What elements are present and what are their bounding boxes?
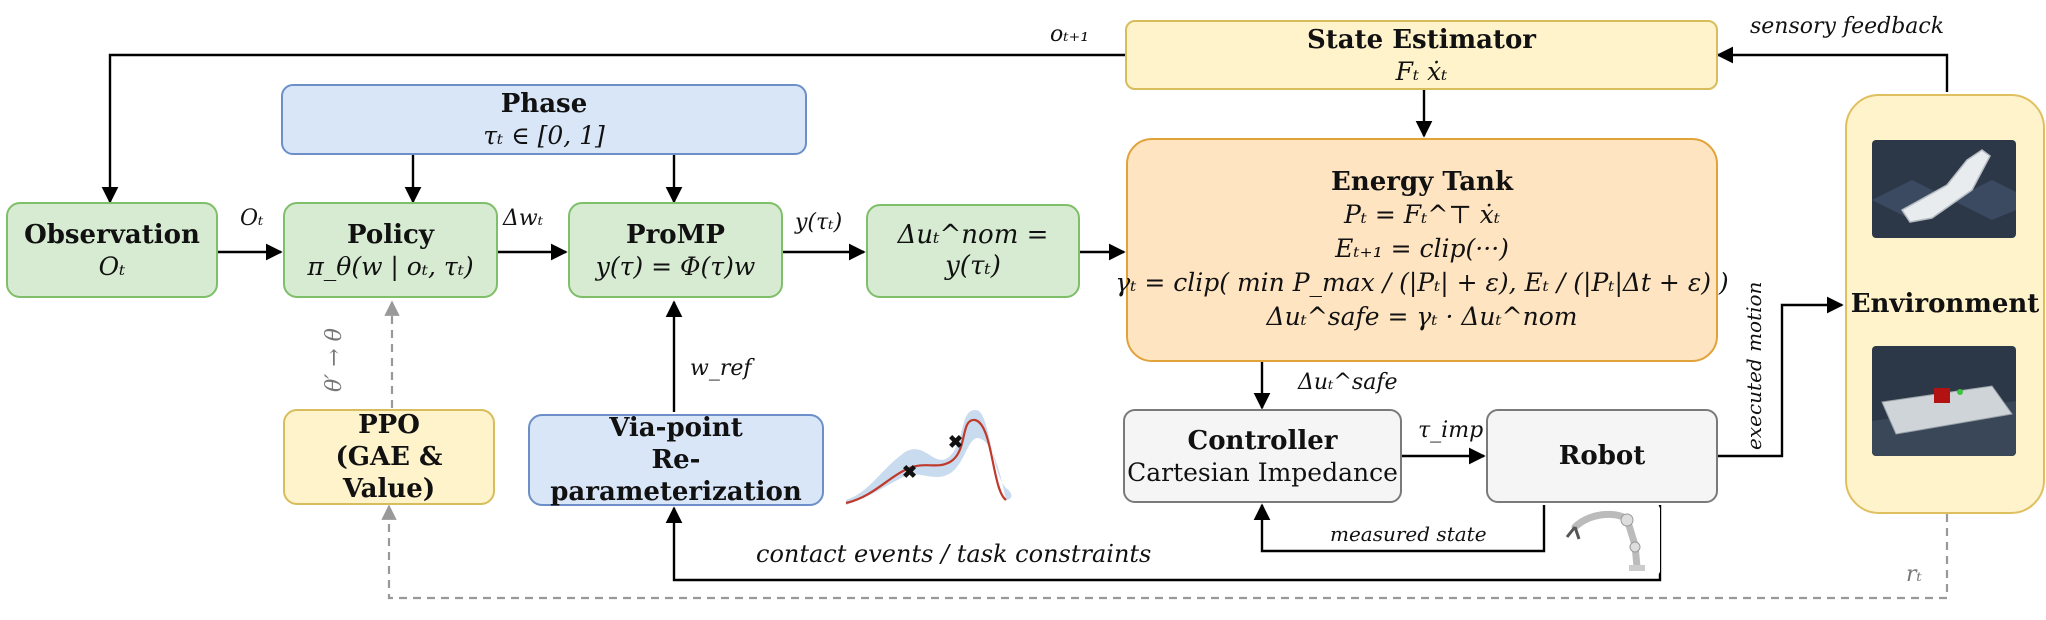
label-delta-w: Δwₜ <box>503 206 544 231</box>
via-point-marker-2: ✖ <box>948 432 963 453</box>
controller-title: Controller <box>1187 425 1338 456</box>
energy-tank-eq-gamma: γₜ = clip( min P_max / (|Pₜ| + ε), Eₜ / … <box>1115 268 1729 297</box>
du-nom-block: Δuₜ^nom = y(τₜ) <box>866 204 1080 298</box>
energy-tank-eq-energy: Eₜ₊₁ = clip(···) <box>1335 234 1509 263</box>
edge-reward-to-ppo <box>381 504 1949 600</box>
phase-block: Phase τₜ ∈ [0, 1] <box>281 84 807 155</box>
label-contact-events: contact events / task constraints <box>756 540 1152 568</box>
label-theta-update: θ′ → θ <box>322 328 347 392</box>
promp-block: ProMP y(τ) = Φ(τ)w <box>568 202 783 298</box>
label-measured-state: measured state <box>1330 522 1487 546</box>
energy-tank-eq-power: Pₜ = Fₜ^⊤ ẋₜ <box>1343 200 1500 229</box>
edge-robot-to-environment <box>1718 296 1844 458</box>
label-O-t: Oₜ <box>240 206 264 231</box>
observation-math: Oₜ <box>98 251 126 281</box>
label-du-safe: Δuₜ^safe <box>1298 370 1398 395</box>
label-reward: rₜ <box>1906 562 1922 587</box>
ppo-block: PPO (GAE & Value) <box>283 409 495 505</box>
label-y-tau: y(τₜ) <box>795 210 843 235</box>
promp-math: y(τ) = Φ(τ)w <box>595 251 756 281</box>
robot-arm-image <box>1555 505 1660 575</box>
observation-block: Observation Oₜ <box>6 202 218 298</box>
label-executed-motion: executed motion <box>1742 281 1766 450</box>
robot-title: Robot <box>1558 441 1646 471</box>
via-point-block: Via-point Re-parameterization <box>528 413 824 507</box>
label-sensory-feedback: sensory feedback <box>1750 14 1945 39</box>
environment-sim-image-bottom <box>1872 346 2016 456</box>
edge-state-to-observation <box>101 53 1125 204</box>
ppo-line1: PPO <box>358 410 420 440</box>
du-nom-math: Δuₜ^nom = y(τₜ) <box>897 220 1049 281</box>
via-point-marker-1: ✖ <box>902 462 917 483</box>
robot-block: Robot <box>1486 409 1718 503</box>
state-estimator-title: State Estimator <box>1307 24 1536 55</box>
state-estimator-block: State Estimator Fₜ ẋₜ <box>1125 20 1718 90</box>
environment-title: Environment <box>1850 289 2040 319</box>
controller-subtitle: Cartesian Impedance <box>1127 457 1398 487</box>
ppo-line2: (GAE & Value) <box>335 442 443 504</box>
edge-env-to-state-estimator <box>1716 46 1949 92</box>
phase-title: Phase <box>500 89 588 119</box>
via-point-line1: Via-point <box>609 413 743 443</box>
trajectory-sketch: ✖ ✖ <box>845 409 1012 505</box>
energy-tank-block: Energy Tank Pₜ = Fₜ^⊤ ẋₜ Eₜ₊₁ = clip(···… <box>1115 138 1729 362</box>
state-estimator-math: Fₜ ẋₜ <box>1395 56 1448 86</box>
controller-block: Controller Cartesian Impedance <box>1123 409 1402 503</box>
energy-tank-title: Energy Tank <box>1331 167 1513 197</box>
label-o-next: oₜ₊₁ <box>1050 22 1090 47</box>
policy-title: Policy <box>347 219 434 250</box>
label-w-ref: w_ref <box>690 356 752 381</box>
observation-title: Observation <box>24 219 200 250</box>
phase-math: τₜ ∈ [0, 1] <box>483 121 605 150</box>
edge-robot-to-controller <box>1253 503 1546 553</box>
policy-block: Policy π_θ(w | oₜ, τₜ) <box>283 202 498 298</box>
via-point-line2: Re-parameterization <box>550 445 802 507</box>
energy-tank-eq-safe: Δuₜ^safe = γₜ · Δuₜ^nom <box>1266 302 1578 331</box>
label-tau-imp: τ_imp <box>1418 418 1484 443</box>
environment-sim-image-top <box>1872 140 2016 238</box>
edge-robot-to-via <box>665 505 1662 582</box>
promp-title: ProMP <box>626 219 725 250</box>
policy-math: π_θ(w | oₜ, τₜ) <box>307 251 474 281</box>
